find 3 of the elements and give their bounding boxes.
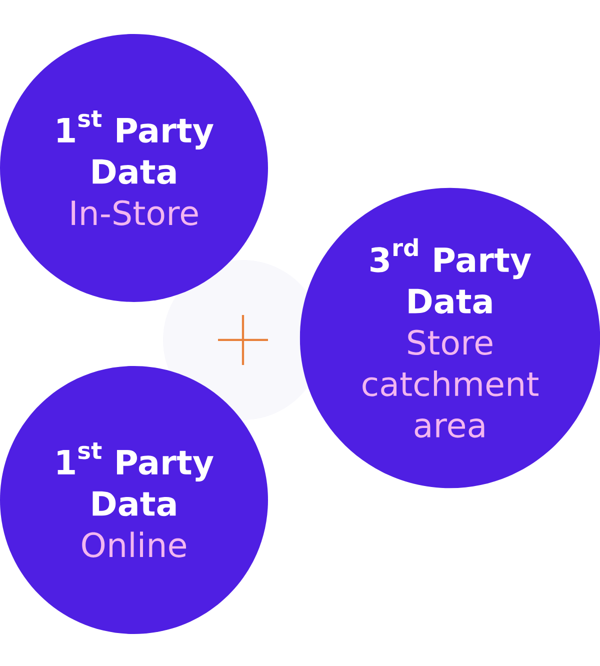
circle-node: $\text{3}^{\text{rd}}$ Party Data Store catchment area <box>300 188 600 488</box>
circle-node: $\text{1}^{\text{st}}$ Party Data Online <box>0 366 268 634</box>
circle-node: $\text{1}^{\text{st}}$ Party Data In-Store <box>0 34 268 302</box>
